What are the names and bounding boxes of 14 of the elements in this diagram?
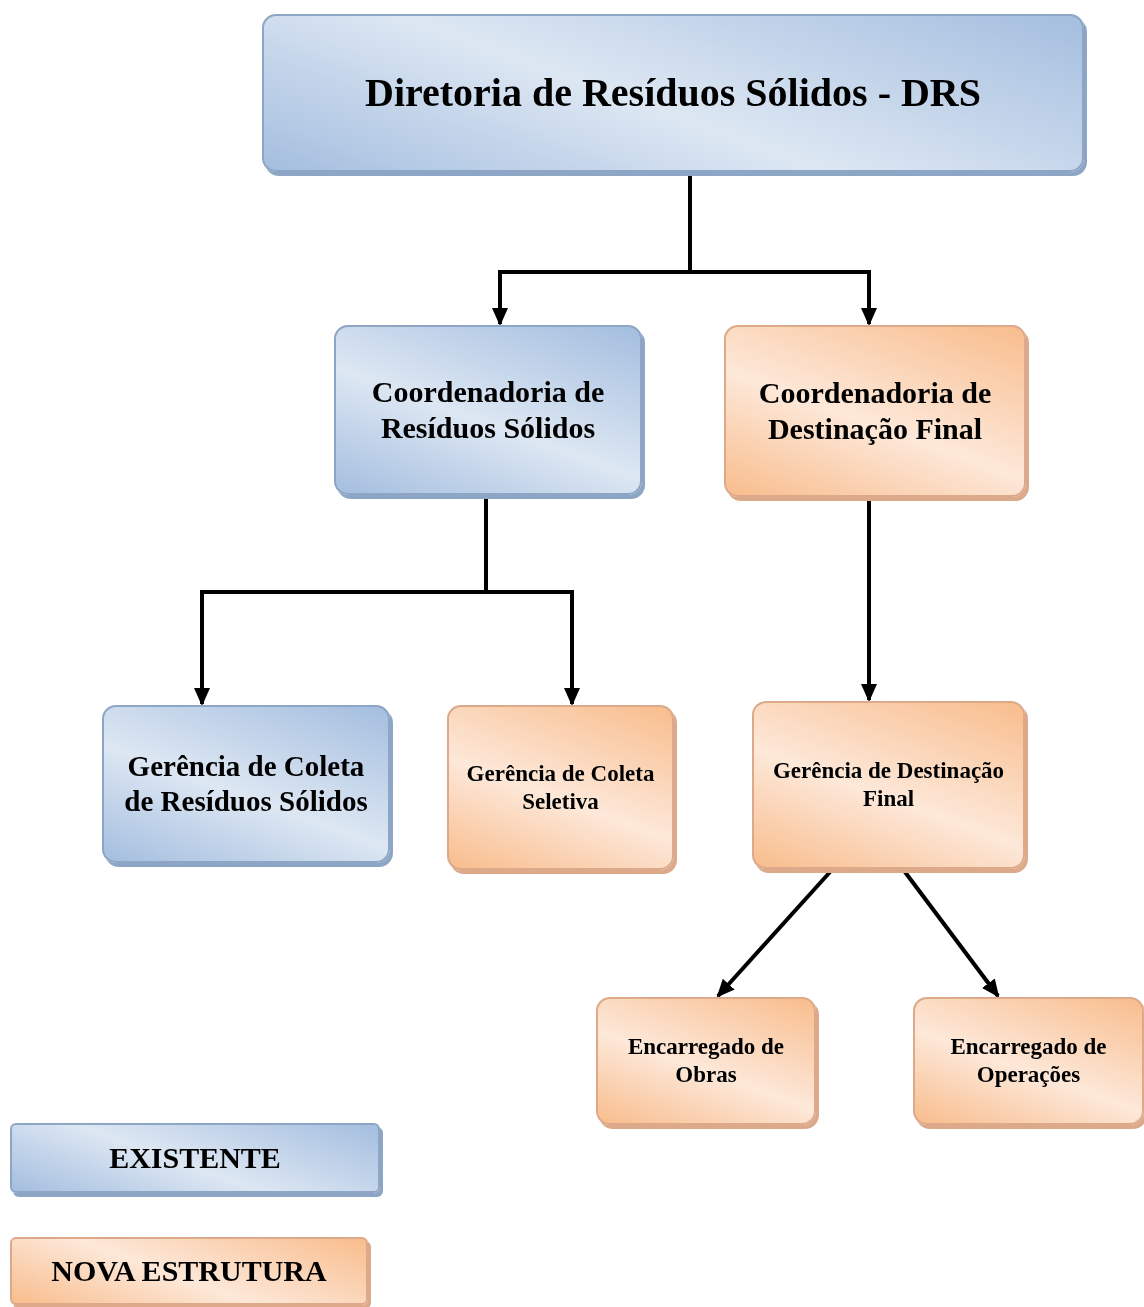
legend-label: NOVA ESTRUTURA bbox=[51, 1253, 327, 1289]
arrow bbox=[903, 870, 1000, 998]
unit-title: Encarregado de Operações bbox=[949, 1033, 1108, 1089]
unit-title: Encarregado de Obras bbox=[626, 1033, 786, 1089]
legend-label: EXISTENTE bbox=[109, 1140, 281, 1176]
unit-title: Diretoria de Resíduos Sólidos - DRS bbox=[365, 69, 981, 117]
unit-title: Coordenadoria de Resíduos Sólidos bbox=[370, 374, 606, 446]
unit-title: Gerência de Coleta de Resíduos Sólidos bbox=[123, 749, 369, 819]
arrow bbox=[716, 870, 832, 998]
unit-title: Gerência de Coleta Seletiva bbox=[465, 759, 656, 816]
arrow bbox=[688, 174, 877, 326]
unit-title: Coordenadoria de Destinação Final bbox=[757, 375, 993, 447]
unit-title: Gerência de Destinação Final bbox=[771, 757, 1006, 813]
arrow bbox=[861, 499, 877, 702]
